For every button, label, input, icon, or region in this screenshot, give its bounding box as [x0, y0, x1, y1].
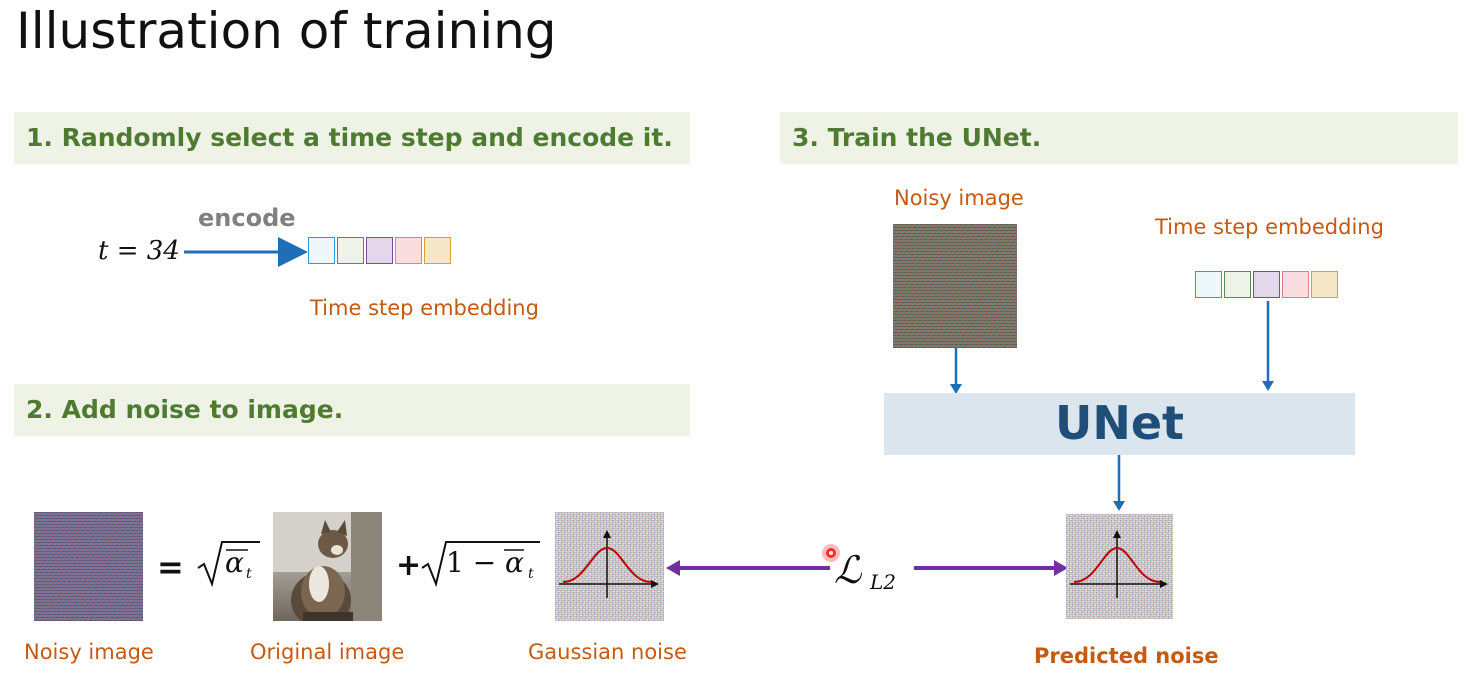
loss-subscript: L2	[870, 570, 897, 594]
time-step-embedding-1	[308, 237, 453, 265]
encode-arrow	[184, 237, 308, 267]
time-step-embedding-label-1: Time step embedding	[310, 296, 539, 320]
sqrt-alpha-bar	[197, 541, 260, 588]
original-image	[273, 512, 382, 621]
alpha-symbol-2: α	[505, 546, 524, 579]
embedding-cell	[424, 237, 451, 264]
cat-illustration	[273, 512, 382, 621]
noisy-image	[34, 512, 143, 621]
page-title: Illustration of training	[16, 2, 557, 60]
embedding-cell	[1311, 271, 1338, 298]
unet-to-prediction-arrow	[1113, 455, 1125, 511]
step1-band: 1. Randomly select a time step and encod…	[14, 112, 690, 164]
unet-label: UNet	[1054, 396, 1185, 450]
cursor-pointer-icon	[822, 544, 840, 562]
encode-label: encode	[198, 204, 296, 232]
step3-heading: 3. Train the UNet.	[792, 123, 1042, 152]
loss-arrow-right	[914, 560, 1068, 576]
step3-band: 3. Train the UNet.	[780, 112, 1458, 164]
alpha-symbol-1: α	[225, 546, 244, 579]
plus-sign: +	[396, 548, 422, 583]
alpha-subscript-2: t	[528, 566, 534, 582]
predicted-noise-image	[1066, 514, 1173, 619]
loss-symbol: ℒ	[834, 548, 862, 592]
gaussian-noise-caption: Gaussian noise	[528, 640, 687, 664]
loss-arrow-left	[666, 560, 830, 576]
embedding-cell	[1282, 271, 1309, 298]
noisy-image-caption: Noisy image	[24, 640, 154, 664]
predicted-noise-caption: Predicted noise	[1034, 644, 1219, 668]
time-step-embedding-label-2: Time step embedding	[1155, 215, 1384, 239]
noisy-to-unet-arrow	[950, 348, 962, 394]
sqrt-one-minus-alpha-bar	[421, 541, 540, 588]
embedding-cell	[308, 237, 335, 264]
embedding-cell	[1195, 271, 1222, 298]
alpha-subscript-1: t	[246, 566, 252, 582]
gaussian-curve-plot-1	[559, 530, 659, 598]
gaussian-curve-plot-2	[1070, 530, 1168, 598]
noisy-image-unet-input	[893, 224, 1017, 348]
embedding-to-unet-arrow	[1262, 301, 1274, 391]
unet-block: UNet	[884, 393, 1355, 455]
embedding-cell	[337, 237, 364, 264]
embedding-cell	[1253, 271, 1280, 298]
time-step-embedding-2	[1195, 271, 1340, 299]
gaussian-noise-image	[555, 512, 664, 621]
step2-heading: 2. Add noise to image.	[26, 395, 344, 424]
embedding-cell	[395, 237, 422, 264]
noisy-image-label-unet: Noisy image	[894, 186, 1024, 210]
step1-heading: 1. Randomly select a time step and encod…	[26, 123, 673, 152]
equals-sign: =	[157, 548, 184, 586]
embedding-cell	[366, 237, 393, 264]
original-image-caption: Original image	[250, 640, 405, 664]
time-step-expression: t = 34	[98, 236, 180, 266]
one-minus: 1 −	[446, 546, 497, 579]
step2-band: 2. Add noise to image.	[14, 384, 690, 436]
embedding-cell	[1224, 271, 1251, 298]
